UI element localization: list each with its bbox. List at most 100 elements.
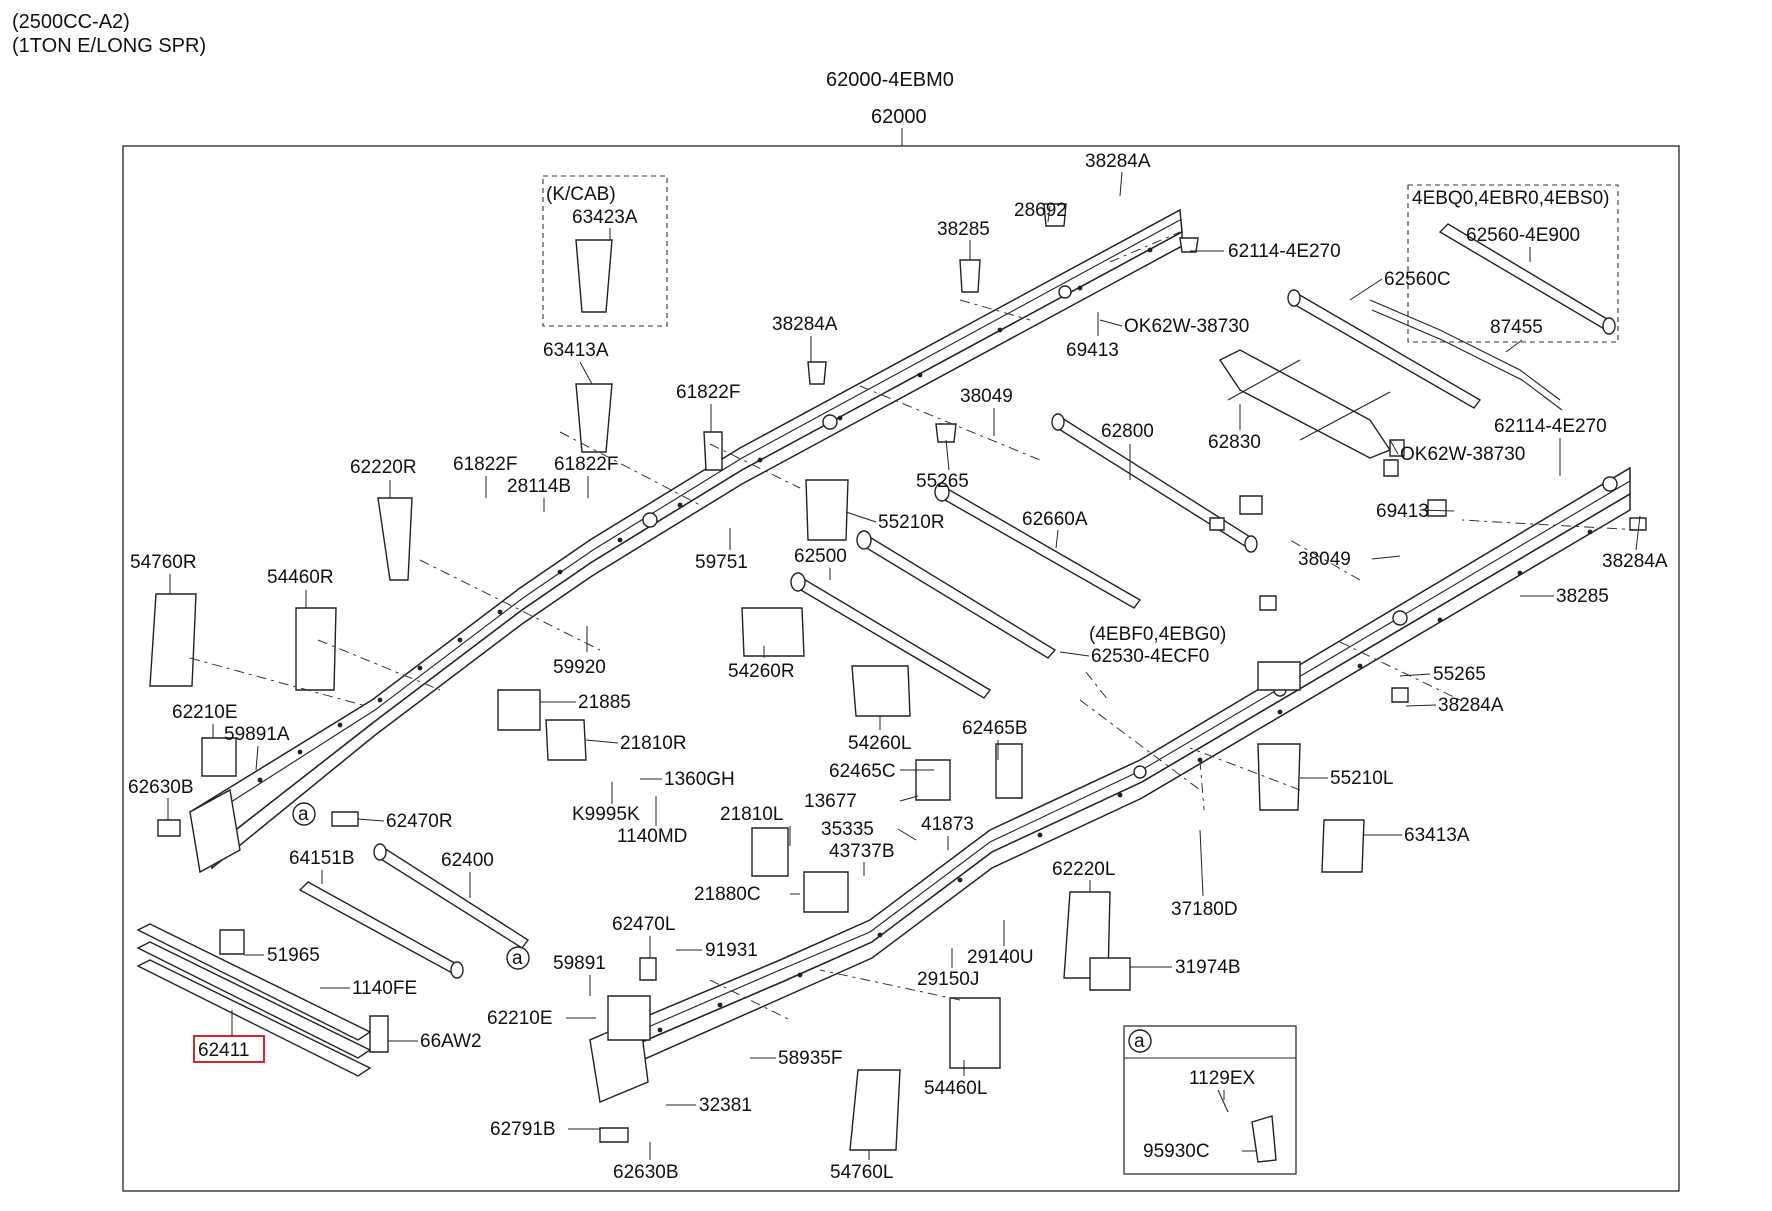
label-69413-2: 69413 (1376, 501, 1429, 522)
label-59891a: 59891A (224, 724, 290, 745)
label-55265-2: 55265 (1433, 664, 1486, 685)
label-55265-1: 55265 (916, 471, 969, 492)
label-29140u: 29140U (967, 947, 1034, 968)
label-58935f: 58935F (778, 1048, 842, 1069)
label-54460l: 54460L (924, 1078, 987, 1099)
label-62220r: 62220R (350, 457, 417, 478)
label-21810r: 21810R (620, 733, 687, 754)
label-38285-1: 38285 (937, 219, 990, 240)
label-62530-4ecf0: 62530-4ECF0 (1091, 646, 1209, 667)
label-87455: 87455 (1490, 317, 1543, 338)
label-38049-2: 38049 (1298, 549, 1351, 570)
label-62400: 62400 (441, 850, 494, 871)
label-ok62w-38730-2: OK62W-38730 (1400, 444, 1525, 465)
bracket-glyphs (149, 203, 1647, 1151)
kcab-group-box (542, 175, 668, 327)
label-31974b: 31974B (1175, 957, 1241, 978)
label-41873: 41873 (921, 814, 974, 835)
label-21810l: 21810L (720, 804, 783, 825)
ref-letter-a-left: a (298, 804, 309, 825)
label-54260r: 54260R (728, 661, 795, 682)
label-38284a-4: 38284A (1438, 695, 1504, 716)
cross-member-62500 (856, 530, 1057, 659)
cross-member-62400 (373, 843, 530, 949)
label-38049-1: 38049 (960, 386, 1013, 407)
label-62411: 62411 (198, 1040, 249, 1061)
label-62630b-2: 62630B (613, 1162, 679, 1183)
label-62210e-2: 62210E (487, 1008, 553, 1029)
label-63423a: 63423A (572, 207, 638, 228)
label-62220l: 62220L (1052, 859, 1115, 880)
assembly-code: 62000-4EBM0 (826, 69, 954, 91)
dashed-centre-lines (189, 231, 1641, 1021)
label-28692: 28692 (1014, 200, 1067, 221)
label-62470r: 62470R (386, 811, 453, 832)
label-62800: 62800 (1101, 421, 1154, 442)
header-engine: (2500CC-A2) (12, 11, 130, 33)
label-64151b: 64151B (289, 848, 355, 869)
label-62210e-1: 62210E (172, 702, 238, 723)
bracket-95930c-glyph (1251, 1115, 1277, 1163)
label-32381: 32381 (699, 1095, 752, 1116)
label-38284a-3: 38284A (1602, 551, 1668, 572)
cross-member-62530 (790, 572, 992, 699)
cross-member-62660a (934, 482, 1142, 609)
right-frame-rail (588, 466, 1631, 1080)
label-63413a-2: 63413A (1404, 825, 1470, 846)
label-21880c: 21880C (694, 884, 761, 905)
label-54760r: 54760R (130, 552, 197, 573)
assembly-number: 62000 (871, 106, 927, 128)
label-91931: 91931 (705, 940, 758, 961)
front-left-frame-end (189, 788, 241, 874)
rear-option-label: 4EBQ0,4EBR0,4EBS0) (1412, 188, 1610, 209)
label-62500: 62500 (794, 546, 847, 567)
label-59891: 59891 (553, 953, 606, 974)
label-62465c: 62465C (829, 761, 896, 782)
cross-member-62560-4e900 (1438, 223, 1616, 335)
diagram-border (122, 145, 1680, 1192)
label-29150j: 29150J (917, 969, 979, 990)
label-k9995k: K9995K (572, 804, 640, 825)
label-62660a: 62660A (1022, 509, 1088, 530)
leader-lines (167, 171, 1641, 1160)
label-62470l: 62470L (612, 914, 675, 935)
label-61822f-1: 61822F (676, 382, 740, 403)
label-63413a-1: 63413A (543, 340, 609, 361)
detail-box-ref-circle (1128, 1029, 1152, 1053)
label-ok62w-38730-1: OK62W-38730 (1124, 316, 1249, 337)
label-54760l: 54760L (830, 1162, 893, 1183)
label-1140md: 1140MD (617, 826, 687, 847)
label-55210r: 55210R (878, 512, 945, 533)
label-62630b-1: 62630B (128, 777, 194, 798)
label-13677: 13677 (804, 791, 857, 812)
label-38285-2: 38285 (1556, 586, 1609, 607)
label-37180d: 37180D (1171, 899, 1238, 920)
rear-option-group-box (1407, 184, 1619, 343)
label-35335: 35335 (821, 819, 874, 840)
label-62830: 62830 (1208, 432, 1261, 453)
label-4ebf0-4ebg0: (4EBF0,4EBG0) (1089, 624, 1226, 645)
label-59920: 59920 (553, 657, 606, 678)
label-62114-4e270-1: 62114-4E270 (1228, 241, 1341, 262)
label-54460r: 54460R (267, 567, 334, 588)
label-62560c: 62560C (1384, 269, 1451, 290)
label-62465b: 62465B (962, 718, 1028, 739)
label-1129ex: 1129EX (1189, 1068, 1256, 1089)
cross-member-62800 (1051, 413, 1258, 553)
ref-letter-a-right: a (512, 948, 523, 969)
running-board-62411 (136, 923, 372, 1077)
label-38284a-1: 38284A (1085, 151, 1151, 172)
cross-member-64151b (298, 881, 464, 979)
label-69413-1: 69413 (1066, 340, 1119, 361)
label-21885: 21885 (578, 692, 631, 713)
cross-member-62560c (1287, 289, 1482, 409)
label-43737b: 43737B (829, 841, 895, 862)
label-1140fe: 1140FE (352, 978, 417, 999)
label-95930c: 95930C (1143, 1141, 1210, 1162)
label-51965: 51965 (267, 945, 320, 966)
header-spec: (1TON E/LONG SPR) (12, 35, 206, 57)
label-62114-4e270-2: 62114-4E270 (1494, 416, 1607, 437)
part-labels: 38284A 28692 38285 62114-4E270 63423A OK… (128, 151, 1668, 1183)
label-66aw2: 66AW2 (420, 1031, 482, 1052)
